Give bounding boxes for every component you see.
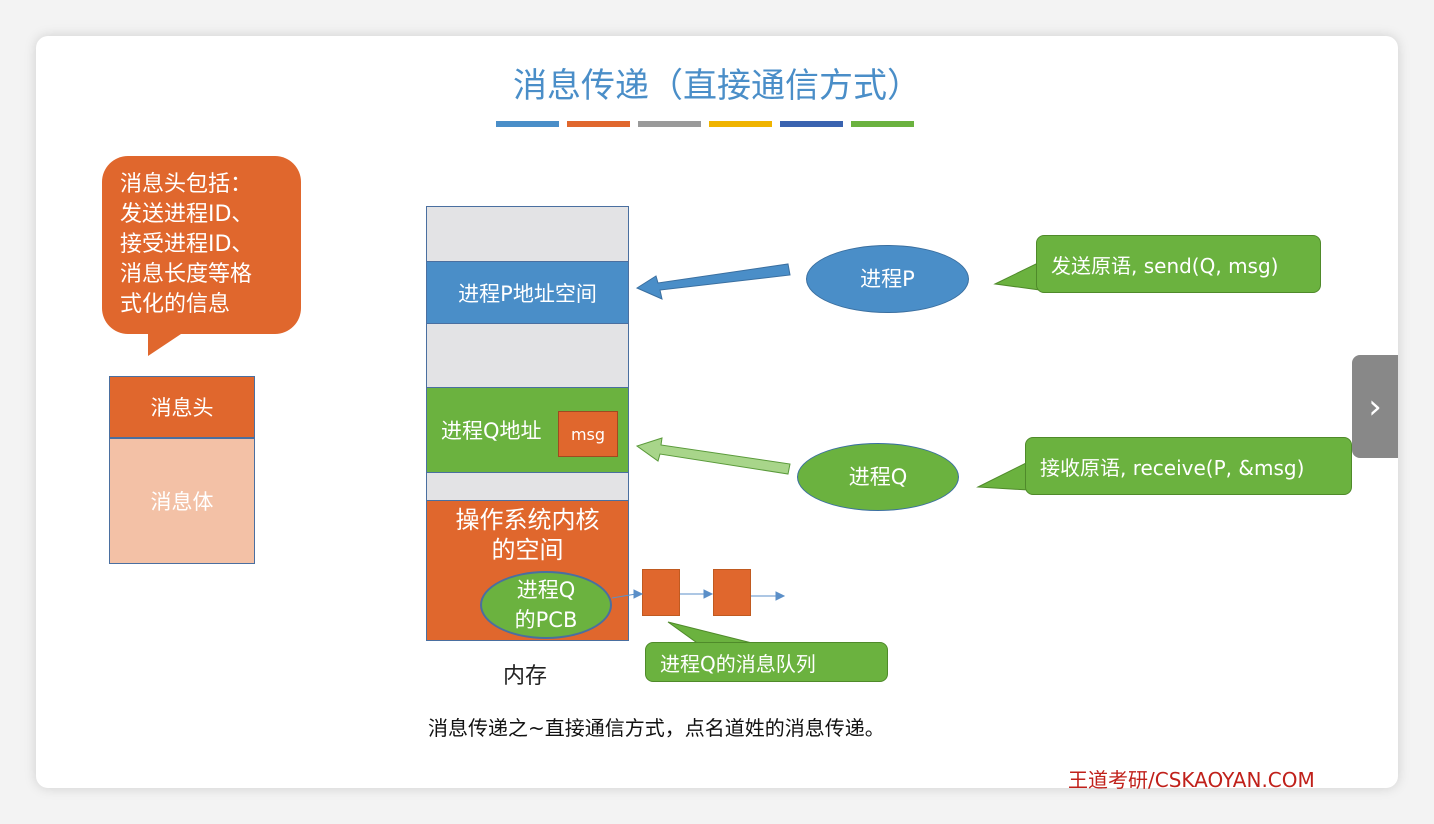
pcb-line: 进程Q xyxy=(516,578,576,602)
receive-pointer xyxy=(976,461,1029,491)
next-slide-button[interactable]: › xyxy=(1352,355,1398,458)
process-q-pcb: 进程Q 的PCB xyxy=(480,571,612,639)
title-bar-segment xyxy=(709,121,772,127)
queue-label-bubble: 进程Q的消息队列 xyxy=(645,642,888,682)
message-header-box: 消息头 xyxy=(109,376,255,438)
title-bar-segment xyxy=(851,121,914,127)
process-q: 进程Q xyxy=(797,443,959,511)
send-primitive-bubble: 发送原语, send(Q, msg) xyxy=(1036,235,1321,293)
queue-message-2 xyxy=(713,569,751,616)
process-p: 进程P xyxy=(806,245,969,313)
title-bar-segment xyxy=(567,121,630,127)
msg-box: msg xyxy=(558,411,618,457)
callout-pointer xyxy=(148,332,184,356)
send-pointer xyxy=(993,261,1041,291)
callout-line: 发送进程ID、 xyxy=(120,202,254,227)
process-q-address-space: 进程Q地址 xyxy=(426,387,629,473)
caption: 消息传递之~直接通信方式，点名道姓的消息传递。 xyxy=(428,716,885,740)
title-bar-segment xyxy=(496,121,559,127)
slide-title: 消息传递（直接通信方式） xyxy=(513,66,921,106)
memory-label: 内存 xyxy=(503,664,548,689)
watermark: 王道考研/CSKAOYAN.COM xyxy=(1068,768,1315,792)
queue-arrows xyxy=(611,589,786,601)
arrow-q-to-space xyxy=(635,437,791,475)
title-bar-segment xyxy=(638,121,701,127)
callout-line: 消息长度等格 xyxy=(120,262,253,287)
queue-message-1 xyxy=(642,569,680,616)
receive-primitive-bubble: 接收原语, receive(P, &msg) xyxy=(1025,437,1352,495)
pcb-line: 的PCB xyxy=(514,608,578,632)
message-body-box: 消息体 xyxy=(109,438,255,564)
title-bar-segment xyxy=(780,121,843,127)
process-p-address-space: 进程P地址空间 xyxy=(426,261,629,324)
callout-line: 消息头包括： xyxy=(120,172,253,197)
callout-line: 式化的信息 xyxy=(120,292,231,317)
message-header-callout: 消息头包括： 发送进程ID、 接受进程ID、 消息长度等格 式化的信息 xyxy=(102,156,301,334)
callout-line: 接受进程ID、 xyxy=(120,232,254,257)
arrow-p-to-space xyxy=(635,263,791,300)
